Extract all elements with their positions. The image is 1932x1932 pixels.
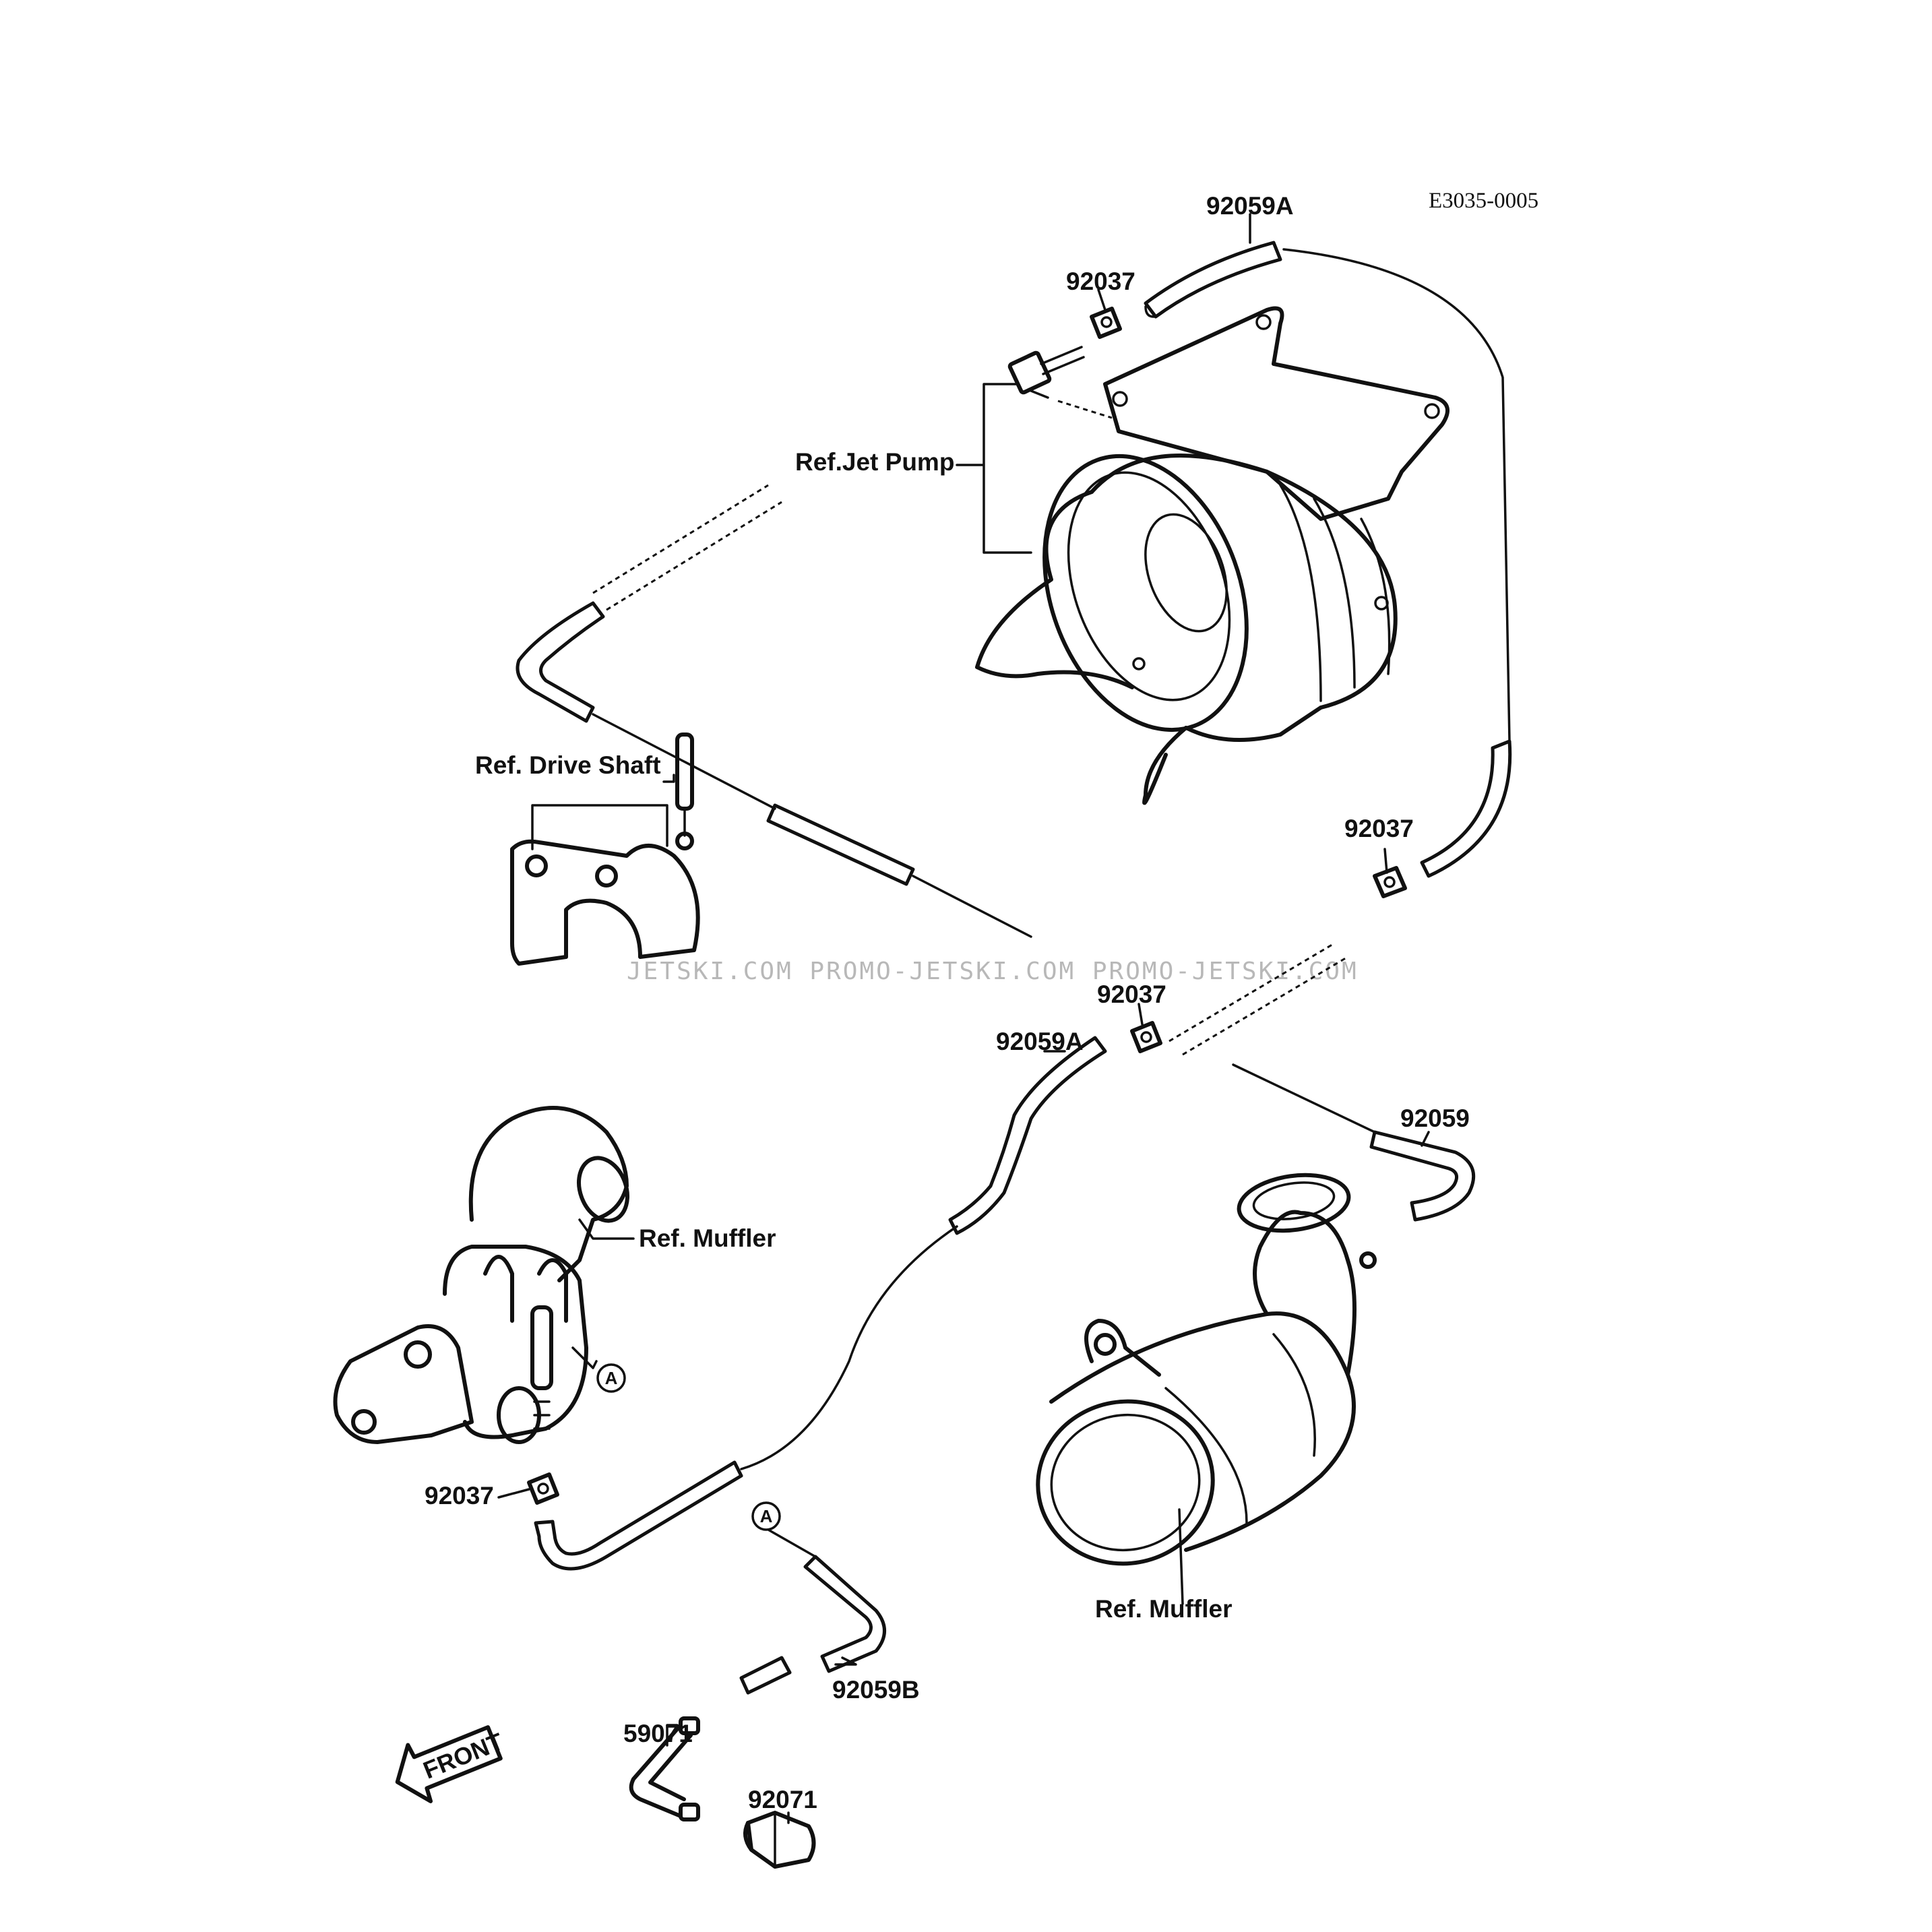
svg-text:A: A	[605, 1368, 618, 1388]
marker-a-2: A	[751, 1501, 781, 1531]
hose-lower-left	[534, 1460, 743, 1571]
leader-a-1	[571, 1346, 598, 1369]
label-59071: 59071	[623, 1720, 693, 1747]
muffler-left	[333, 1106, 629, 1444]
label-ref-jet-pump: Ref.Jet Pump	[795, 448, 954, 476]
fitting-59071	[629, 1716, 700, 1821]
label-92059b: 92059B	[832, 1676, 920, 1704]
hose-92059a-top	[1144, 241, 1282, 319]
leader-drive-shaft	[531, 774, 675, 850]
line-to-center	[912, 875, 1032, 938]
jet-pump	[975, 306, 1450, 805]
hose-92059	[1369, 1130, 1476, 1222]
clamp-right	[1373, 866, 1407, 898]
label-92071: 92071	[748, 1786, 817, 1813]
leader-59071	[666, 1724, 679, 1747]
leader-92037-top	[1097, 288, 1107, 311]
leader-muffler-upper	[578, 1218, 635, 1240]
line-a-to-92059b	[767, 1528, 817, 1558]
clamp-center	[1130, 1021, 1162, 1053]
hose-right-upper	[1420, 739, 1512, 878]
muffler-right	[1036, 1173, 1377, 1566]
leader-92037-left	[497, 1488, 530, 1499]
clamp-left	[527, 1472, 559, 1505]
clamp-top	[1090, 307, 1122, 339]
line-mid-to-lower	[740, 1225, 958, 1470]
leader-jet-pump	[956, 383, 1032, 554]
label-92037-right: 92037	[1344, 815, 1414, 842]
drive-shaft-housing	[510, 733, 700, 966]
leader-92037-center	[1138, 1003, 1144, 1026]
leader-92059b	[834, 1656, 857, 1666]
label-92037-top: 92037	[1066, 268, 1135, 295]
line-to-92059	[1232, 1063, 1376, 1133]
line-upper-left	[592, 713, 776, 810]
label-92059a-top: 92059A	[1206, 192, 1294, 220]
front-arrow: FRONT	[395, 1725, 507, 1803]
leader-92059	[1421, 1131, 1430, 1147]
leader-muffler-lower	[1178, 1508, 1184, 1605]
hose-92059b	[803, 1555, 886, 1673]
line-right-loop	[1282, 248, 1511, 743]
watermark: JETSKI.COM PROMO-JETSKI.COM PROMO-JETSKI…	[627, 958, 1359, 985]
marker-a-1: A	[596, 1363, 626, 1393]
leader-92037-right	[1383, 848, 1388, 874]
label-92059: 92059	[1400, 1104, 1470, 1132]
plug-92071	[743, 1811, 816, 1869]
svg-text:A: A	[760, 1506, 773, 1526]
hose-left-upper	[516, 601, 605, 723]
label-92059a-mid: 92059A	[996, 1028, 1084, 1055]
label-92037-center: 92037	[1097, 980, 1166, 1008]
hose-connector	[766, 803, 915, 886]
hose-92059a-mid	[948, 1036, 1107, 1235]
hidden-hose-right	[1168, 942, 1348, 1056]
hose-short	[739, 1656, 792, 1695]
label-92037-left: 92037	[425, 1482, 494, 1509]
label-ref-drive-shaft: Ref. Drive Shaft	[475, 751, 661, 779]
diagram-code: E3035-0005	[1429, 189, 1538, 213]
label-ref-muffler-upper: Ref. Muffler	[639, 1224, 776, 1252]
label-ref-muffler-lower: Ref. Muffler	[1095, 1595, 1233, 1623]
hidden-hose-upper	[592, 484, 782, 611]
